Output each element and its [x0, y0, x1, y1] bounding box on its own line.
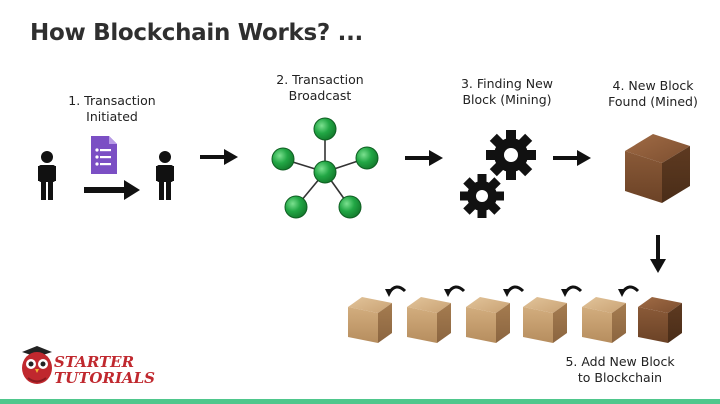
transfer-arrow-icon: [84, 180, 140, 200]
chain-block: [407, 297, 451, 343]
step-4-label-line2: Found (Mined): [608, 94, 698, 109]
step-5-label-line1: 5. Add New Block: [565, 354, 675, 369]
blockchain-chain: [348, 285, 682, 343]
person-icon-sender: [38, 151, 56, 200]
logo-wordmark: STARTER TUTORIALS: [54, 354, 155, 386]
gears-mining-icon: [460, 130, 536, 218]
logo-line1: STARTER: [54, 353, 135, 371]
arrow-right-icon: [405, 150, 443, 166]
step-3-label-line2: Block (Mining): [462, 92, 552, 107]
arrow-down-icon: [650, 235, 666, 273]
step-2-label-line1: 2. Transaction: [276, 72, 364, 87]
chain-block: [582, 297, 626, 343]
step-2-label: 2. Transaction Broadcast: [260, 72, 380, 104]
new-block-icon: [625, 134, 690, 203]
step-1-label: 1. Transaction Initiated: [52, 93, 172, 125]
person-icon-receiver: [156, 151, 174, 200]
step-5-label-line2: to Blockchain: [577, 370, 663, 385]
step-4-label: 4. New Block Found (Mined): [593, 78, 713, 110]
arrow-right-icon: [553, 150, 591, 166]
chain-block: [348, 297, 392, 343]
step-4-label-line1: 4. New Block: [612, 78, 694, 93]
page-title: How Blockchain Works? ...: [30, 20, 363, 46]
chain-block-new: [638, 297, 682, 343]
step-1-label-line1: 1. Transaction: [68, 93, 156, 108]
logo-line2: TUTORIALS: [54, 369, 155, 387]
chain-block: [523, 297, 567, 343]
bottom-accent-bar: [0, 399, 720, 404]
step-2-label-line2: Broadcast: [288, 88, 352, 103]
step-3-label-line1: 3. Finding New: [460, 76, 554, 91]
form-document-icon: [91, 136, 117, 174]
network-broadcast-icon: [271, 117, 379, 219]
step-5-label: 5. Add New Block to Blockchain: [545, 354, 695, 386]
step-3-label: 3. Finding New Block (Mining): [442, 76, 572, 108]
chain-block: [466, 297, 510, 343]
arrow-right-icon: [200, 149, 238, 165]
step-1-label-line2: Initiated: [86, 109, 138, 124]
starter-tutorials-owl-logo: [22, 346, 52, 384]
